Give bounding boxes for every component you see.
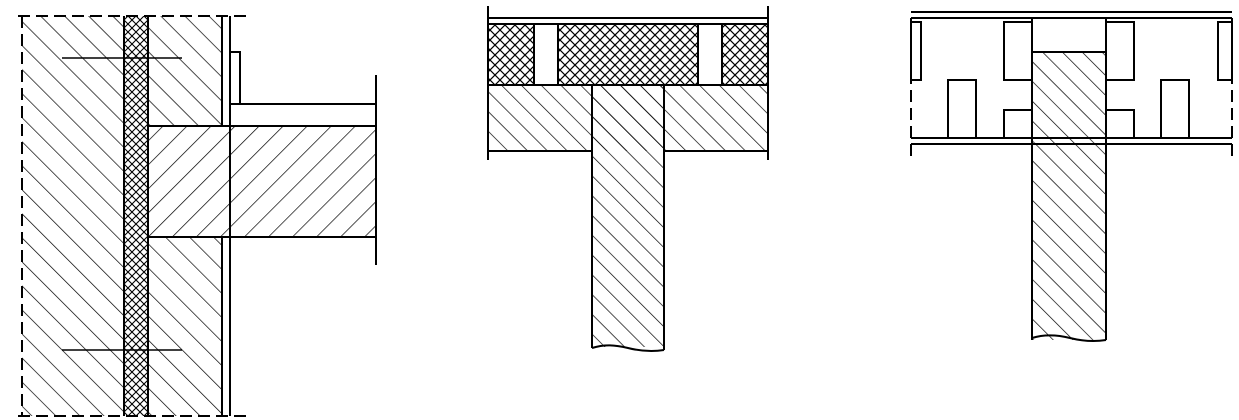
rib-bottom-3	[1105, 109, 1135, 139]
rib-top-3	[1105, 21, 1135, 81]
detail-floor-wall-tee	[487, 6, 769, 353]
insulation-layer	[124, 16, 148, 416]
detail-ribbed-floor-wall-tee	[910, 11, 1233, 343]
rib-top-left	[910, 21, 922, 81]
rib-bottom-1	[947, 79, 977, 139]
insulation-strip-middle	[558, 24, 698, 85]
wall-below-3	[1032, 52, 1106, 340]
rib-top-right	[1217, 21, 1233, 81]
inner-masonry-leaf-lower	[148, 237, 222, 416]
inner-masonry-leaf-upper	[148, 16, 222, 126]
insulation-strip-left	[488, 24, 534, 85]
insulation-strip-right	[722, 24, 768, 85]
wall-below	[592, 85, 664, 347]
outer-masonry-leaf	[22, 16, 124, 416]
floor-slab	[148, 126, 376, 237]
rib-top-2	[1003, 21, 1033, 81]
rib-bottom-4	[1160, 79, 1190, 139]
detail-wall-floor-junction	[18, 15, 377, 417]
rib-bottom-2	[1003, 109, 1033, 139]
